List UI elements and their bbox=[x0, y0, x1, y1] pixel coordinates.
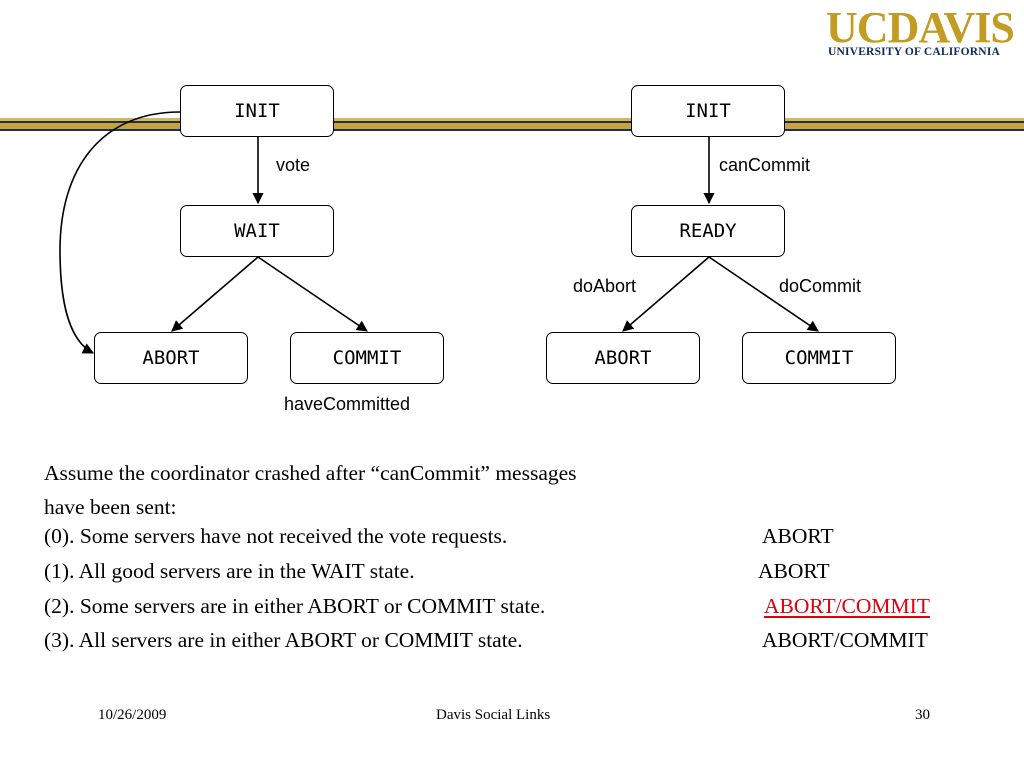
edge-label-can-commit: canCommit bbox=[719, 155, 811, 175]
footer-page-number: 30 bbox=[915, 707, 930, 723]
edge-label-do-commit: doCommit bbox=[779, 276, 862, 296]
header-rule bbox=[0, 129, 1024, 131]
logo-davis: DAVIS bbox=[887, 3, 1015, 52]
case-2-text: (2). Some servers are in either ABORT or… bbox=[44, 594, 546, 618]
state-commit-right: COMMIT bbox=[742, 332, 896, 384]
footer-date: 10/26/2009 bbox=[98, 707, 167, 723]
case-3-result: ABORT/COMMIT bbox=[762, 628, 928, 652]
state-wait: WAIT bbox=[180, 205, 334, 257]
arrow-ready-to-commit bbox=[708, 256, 819, 332]
edge-label-vote: vote bbox=[276, 155, 311, 175]
state-abort-right: ABORT bbox=[546, 332, 700, 384]
state-commit-left: COMMIT bbox=[290, 332, 444, 384]
arrow-wait-to-abort bbox=[171, 256, 259, 332]
intro-line: Assume the coordinator crashed after “ca… bbox=[44, 461, 577, 485]
header-rule bbox=[0, 123, 1024, 129]
header-rule bbox=[0, 118, 1024, 121]
ucdavis-logo: UCDAVIS UNIVERSITY OF CALIFORNIA bbox=[826, 6, 1018, 62]
logo-wordmark: UCDAVIS bbox=[826, 3, 1015, 52]
state-init-left: INIT bbox=[180, 85, 334, 137]
footer-title: Davis Social Links bbox=[436, 707, 551, 723]
case-1-text: (1). All good servers are in the WAIT st… bbox=[44, 559, 415, 583]
state-init-right: INIT bbox=[631, 85, 785, 137]
state-ready: READY bbox=[631, 205, 785, 257]
edge-label-do-abort: doAbort bbox=[573, 276, 637, 296]
intro-line: have been sent: bbox=[44, 495, 177, 519]
logo-uc: UC bbox=[826, 3, 889, 52]
state-abort-left: ABORT bbox=[94, 332, 248, 384]
arrow-wait-to-commit bbox=[257, 256, 368, 332]
intro-text: Assume the coordinator crashed after “ca… bbox=[44, 456, 784, 524]
case-0-text: (0). Some servers have not received the … bbox=[44, 524, 508, 548]
case-0-result: ABORT bbox=[762, 524, 834, 548]
header-rule bbox=[0, 121, 1024, 123]
case-3-text: (3). All servers are in either ABORT or … bbox=[44, 628, 523, 652]
arrow-ready-to-abort bbox=[622, 256, 710, 332]
logo-subtitle: UNIVERSITY OF CALIFORNIA bbox=[828, 46, 1000, 58]
arrow-init-to-abort-curve bbox=[59, 111, 181, 354]
case-1-result: ABORT bbox=[758, 559, 830, 583]
case-2-result-highlight: ABORT/COMMIT bbox=[764, 594, 930, 618]
edge-label-have-committed: haveCommitted bbox=[284, 394, 411, 414]
